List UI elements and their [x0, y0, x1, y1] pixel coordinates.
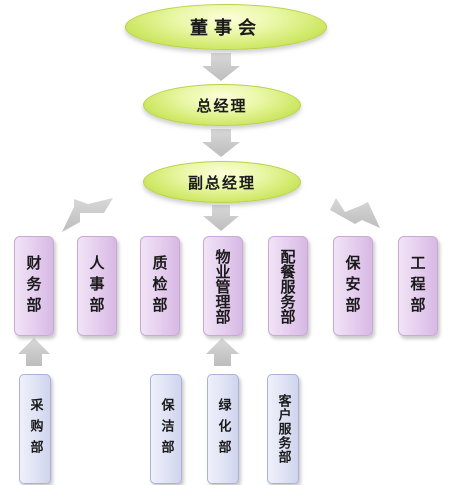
department-hr: 人事部 [77, 236, 117, 336]
sub-department-greening: 绿化部 [207, 374, 239, 484]
department-property: 物业管理部 [203, 236, 243, 336]
arrow-down-icon [202, 53, 240, 81]
arrow-up-icon [206, 338, 239, 366]
department-catering: 配餐服务部 [268, 236, 308, 336]
board-node: 董事会 [125, 4, 327, 50]
sub-department-label: 保洁部 [158, 397, 174, 461]
department-label: 人事部 [87, 254, 106, 318]
sub-department-purchasing: 采购部 [19, 374, 51, 484]
sub-department-label: 采购部 [27, 397, 43, 461]
department-label: 工程部 [408, 254, 427, 318]
arrow-down-icon [202, 129, 240, 157]
general-manager-label: 总经理 [196, 96, 248, 115]
department-label: 物业管理部 [213, 248, 232, 324]
department-engineering: 工程部 [398, 236, 438, 336]
general-manager-node: 总经理 [143, 84, 301, 126]
sub-department-customer-service: 客户服务部 [267, 374, 299, 484]
arrow-up-icon [18, 338, 50, 366]
department-label: 财务部 [24, 254, 43, 318]
board-label: 董事会 [190, 18, 262, 39]
department-security: 保安部 [333, 236, 373, 336]
sub-department-cleaning: 保洁部 [150, 374, 182, 484]
department-quality: 质检部 [140, 236, 180, 336]
arrow-down-right-icon [330, 198, 380, 228]
department-label: 保安部 [343, 254, 362, 318]
sub-department-label: 绿化部 [215, 397, 231, 461]
deputy-general-manager-label: 副总经理 [187, 173, 256, 192]
deputy-general-manager-node: 副总经理 [143, 161, 301, 203]
arrow-down-icon [203, 205, 239, 231]
department-label: 配餐服务部 [278, 248, 297, 324]
sub-department-label: 客户服务部 [275, 394, 291, 464]
arrow-down-left-icon [62, 198, 113, 232]
department-label: 质检部 [150, 254, 169, 318]
department-finance: 财务部 [14, 236, 54, 336]
